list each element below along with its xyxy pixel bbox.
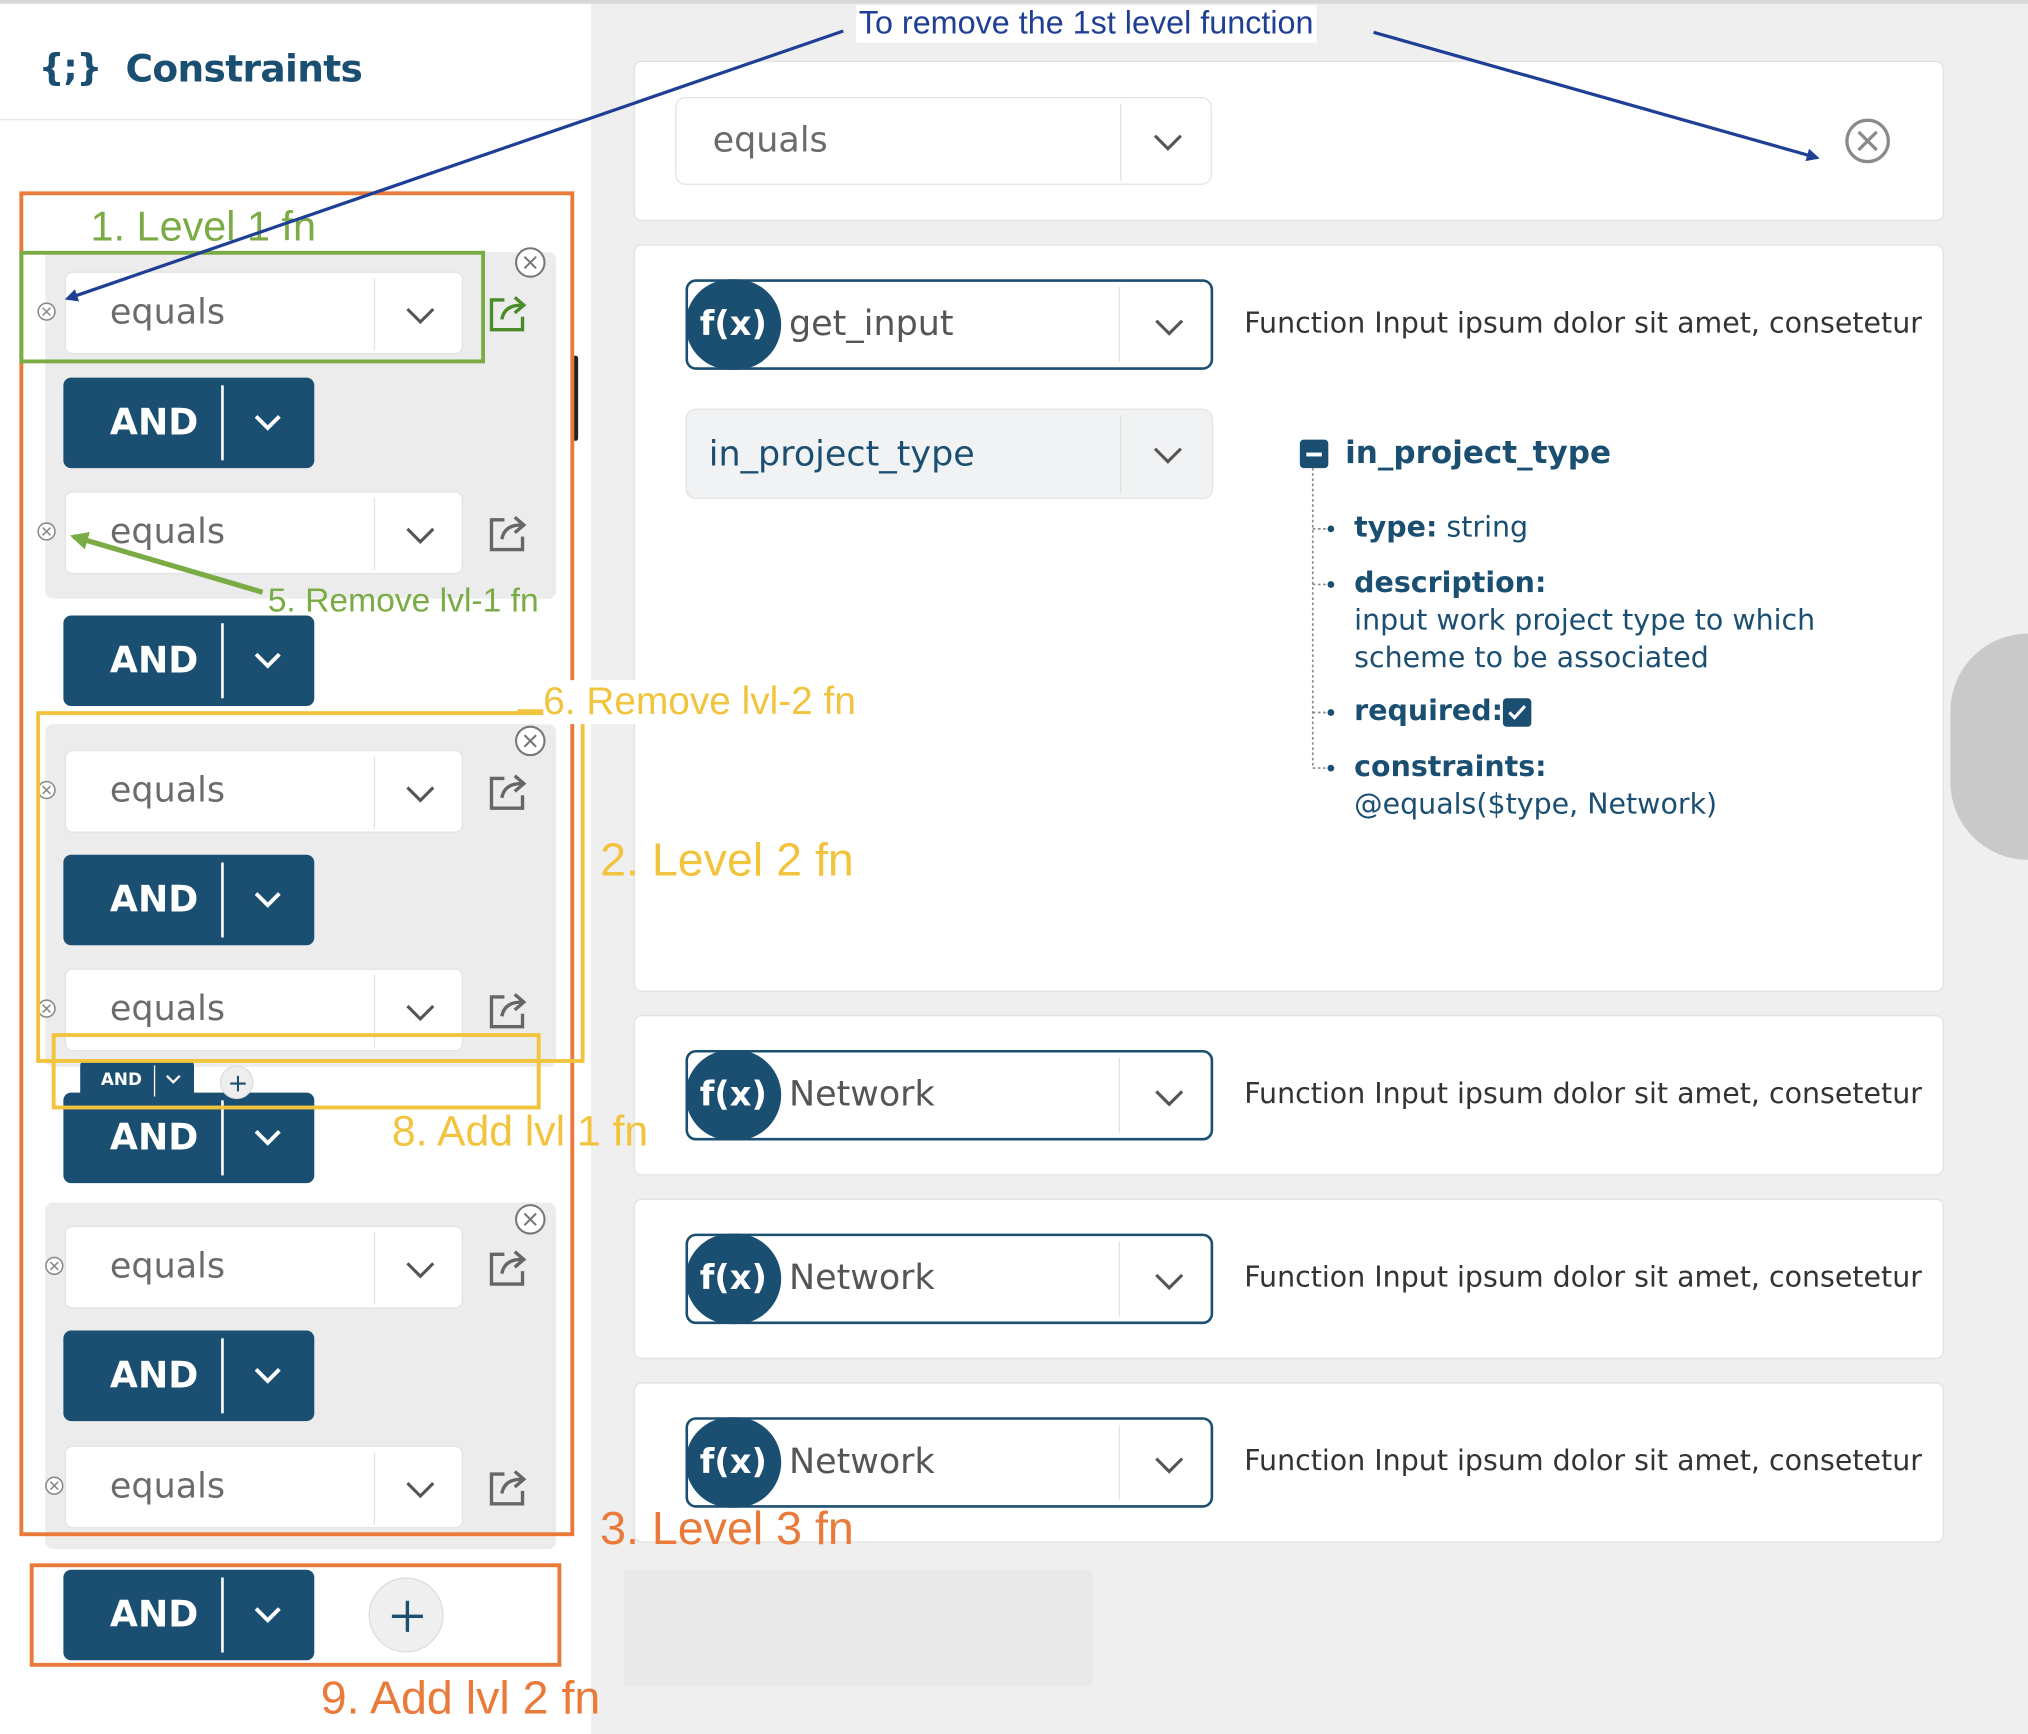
plus-icon [391, 1600, 423, 1632]
annotation-level-3: 3. Level 3 fn [600, 1501, 854, 1555]
chevron-down-icon [406, 527, 435, 544]
chevron-down-icon [406, 1482, 435, 1499]
remove-group-circle-icon[interactable] [513, 724, 547, 758]
function-select[interactable]: equals [64, 491, 464, 575]
chevron-down-icon [1153, 447, 1182, 464]
function-select[interactable]: equals [64, 1445, 464, 1529]
remove-level-1-circle-icon[interactable] [1843, 116, 1892, 165]
function-description: Function Input ipsum dolor sit amet, con… [1244, 1445, 1922, 1478]
panel-title: Constraints [125, 46, 363, 91]
top-function-select[interactable]: equals [675, 96, 1212, 185]
level-2-annotation-box [36, 711, 585, 1063]
level-3-annotation-box [19, 191, 575, 1537]
chevron-down-icon [254, 892, 281, 908]
add-level-2-button[interactable] [368, 1577, 444, 1653]
function-description: Function Input ipsum dolor sit amet, con… [1244, 1078, 1922, 1111]
chevron-down-icon [254, 652, 281, 669]
open-external-icon[interactable] [486, 772, 533, 813]
annotation-add-lvl2: 9. Add lvl 2 fn [320, 1670, 601, 1724]
add-lvl2-annotation-box [29, 1563, 562, 1667]
function-fx-icon: f(x) [685, 1417, 782, 1508]
open-external-icon[interactable] [486, 990, 533, 1031]
and-operator-button[interactable]: AND [63, 1330, 315, 1422]
chevron-down-icon [406, 307, 435, 325]
chevron-down-icon [406, 786, 435, 803]
open-external-icon[interactable] [486, 1468, 533, 1509]
chevron-down-icon [254, 1367, 281, 1384]
remove-group-circle-icon[interactable] [513, 246, 547, 280]
annotation-level-2: 2. Level 2 fn [600, 832, 854, 886]
remove-row-x-icon[interactable] [44, 1475, 65, 1496]
remove-row-x-icon[interactable] [36, 780, 57, 801]
tree-constraints: constraints: @equals($type, Network) [1354, 751, 1718, 822]
top-border [0, 0, 2028, 4]
open-external-icon[interactable] [486, 1248, 533, 1289]
chevron-down-icon [254, 1130, 281, 1146]
level-1-annotation-box [19, 250, 486, 364]
mini-and-button[interactable]: AND [80, 1060, 195, 1102]
chevron-down-icon [1155, 319, 1184, 336]
tree-required: required: [1354, 695, 1503, 728]
remove-group-circle-icon[interactable] [513, 1203, 547, 1237]
remove-row-x-icon[interactable] [36, 301, 57, 322]
side-handle[interactable] [1950, 633, 2028, 860]
open-external-icon[interactable] [486, 513, 533, 554]
annotation-remove-lvl2: 6. Remove lvl-2 fn [543, 680, 856, 725]
chevron-down-icon [166, 1075, 181, 1084]
title-divider [0, 118, 592, 121]
remove-row-x-icon[interactable] [36, 521, 57, 542]
annotation-remove-1st-level: To remove the 1st level function [856, 5, 1317, 43]
function-description: Function Input ipsum dolor sit amet, con… [1244, 1262, 1922, 1295]
function-select[interactable]: equals [64, 271, 464, 355]
annotation-remove-lvl1: 5. Remove lvl-1 fn [267, 580, 539, 620]
tree-type: type: string [1354, 512, 1529, 545]
empty-placeholder [623, 1569, 1093, 1687]
tree-connector [1311, 468, 1335, 772]
function-fx-icon: f(x) [685, 1233, 782, 1325]
function-description: Function Input ipsum dolor sit amet, con… [1244, 307, 1922, 341]
remove-row-x-icon[interactable] [44, 1256, 65, 1277]
required-checkbox[interactable] [1502, 698, 1532, 727]
chevron-down-icon [1155, 1457, 1184, 1474]
chevron-down-icon [254, 414, 281, 431]
tree-description: description: input work project type to … [1354, 567, 1816, 675]
sidebar-scrollbar[interactable] [572, 355, 579, 441]
add-lvl1-annotation-box [51, 1033, 541, 1110]
collapse-icon[interactable] [1299, 439, 1329, 469]
chevron-down-icon [254, 1607, 281, 1623]
chevron-down-icon [1153, 134, 1182, 151]
function-fx-icon: f(x) [685, 1049, 782, 1141]
annotation-add-lvl1: 8. Add lvl 1 fn [391, 1106, 649, 1155]
plus-icon [230, 1075, 246, 1092]
and-operator-button[interactable]: AND [63, 615, 315, 707]
function-select[interactable]: equals [64, 968, 464, 1052]
function-fx-icon: f(x) [685, 279, 782, 370]
chevron-down-icon [1155, 1273, 1184, 1291]
function-select[interactable]: equals [64, 749, 464, 833]
tree-param-name: in_project_type [1345, 434, 1612, 471]
mini-add-button[interactable] [219, 1065, 254, 1100]
and-operator-button[interactable]: AND [63, 377, 315, 469]
function-select[interactable]: equals [64, 1225, 464, 1309]
open-external-icon[interactable] [486, 294, 533, 335]
parameter-select[interactable]: in_project_type [685, 408, 1214, 500]
checkmark-icon [1508, 704, 1527, 720]
chevron-down-icon [406, 1262, 435, 1279]
constraints-brace-icon: {;} [38, 46, 102, 90]
chevron-down-icon [1155, 1090, 1184, 1107]
footer-and-button[interactable]: AND [63, 1569, 315, 1661]
chevron-down-icon [406, 1004, 435, 1022]
and-operator-button[interactable]: AND [63, 854, 315, 946]
